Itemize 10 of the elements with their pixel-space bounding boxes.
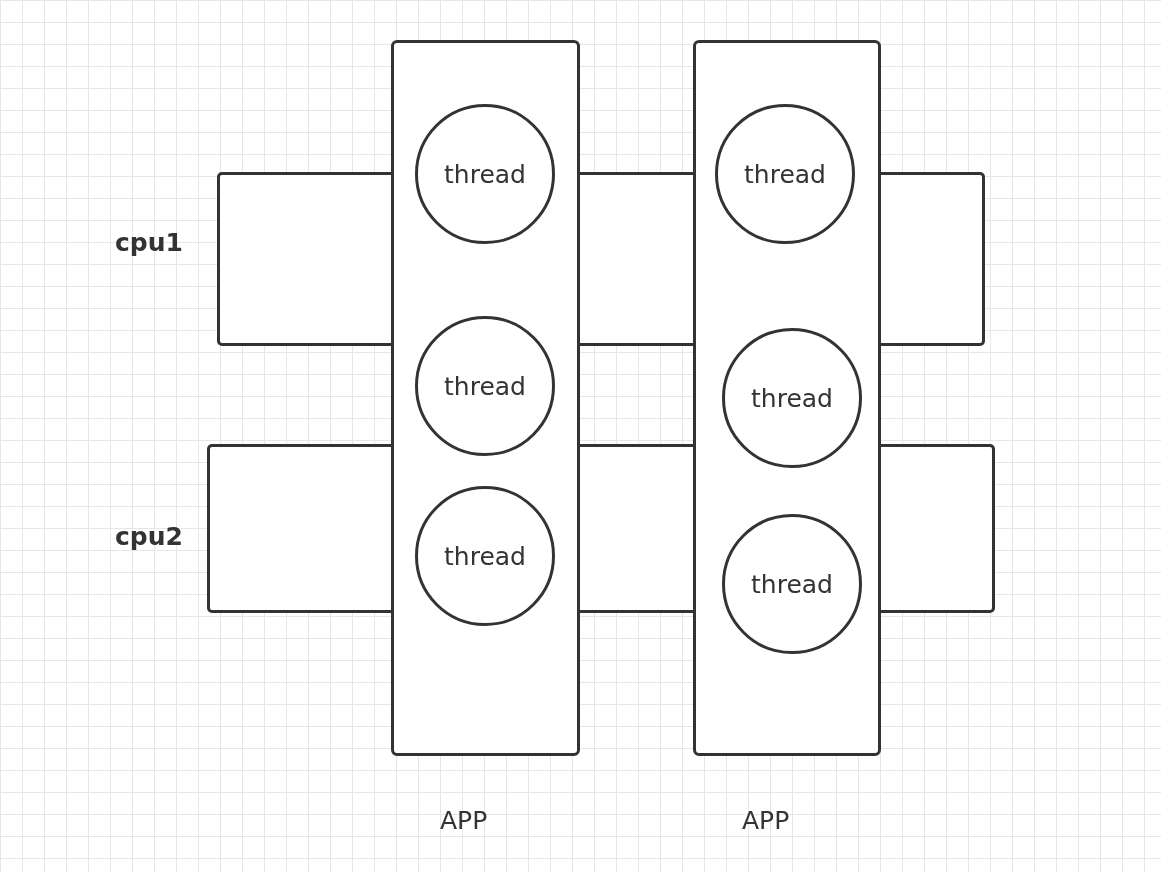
circle-label: thread [444, 159, 526, 189]
circle-label: thread [444, 541, 526, 571]
band-label: cpu2 [115, 522, 183, 551]
circle-label: thread [751, 569, 833, 599]
band-label: cpu1 [115, 228, 183, 257]
circle-label: thread [744, 159, 826, 189]
column-label: APP [742, 806, 790, 835]
circle-label: thread [751, 383, 833, 413]
column-label: APP [440, 806, 488, 835]
circle-label: thread [444, 371, 526, 401]
